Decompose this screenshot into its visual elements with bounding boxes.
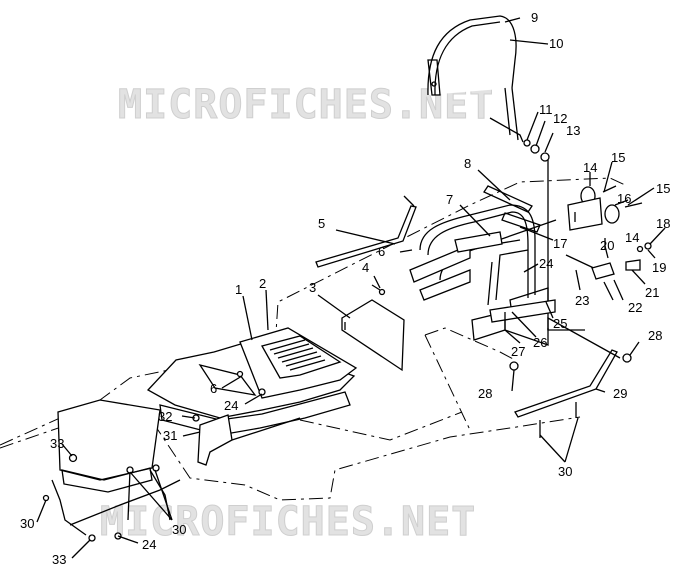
grab-bar — [409, 204, 556, 346]
hinge-hardware — [469, 185, 652, 280]
callout-15-b: 15 — [656, 181, 670, 196]
callout-14: 14 — [583, 160, 597, 175]
callout-29: 29 — [613, 386, 627, 401]
callout-9: 9 — [531, 10, 538, 25]
callout-12: 12 — [553, 111, 567, 126]
callout-31: 31 — [163, 428, 177, 443]
callout-10: 10 — [549, 36, 563, 51]
callout-23: 23 — [575, 293, 589, 308]
callout-1: 1 — [235, 282, 242, 297]
cross-bar — [315, 195, 417, 268]
callout-8: 8 — [464, 156, 471, 171]
callout-24-c: 24 — [142, 537, 156, 552]
callout-6-b: 6 — [210, 381, 217, 396]
callout-5: 5 — [318, 216, 325, 231]
callout-19: 19 — [652, 260, 666, 275]
callout-28-b: 28 — [478, 386, 492, 401]
callout-28: 28 — [648, 328, 662, 343]
callout-25: 25 — [553, 316, 567, 331]
front-section — [42, 399, 181, 542]
callout-26: 26 — [533, 335, 547, 350]
side-plate — [341, 299, 405, 372]
callout-4: 4 — [362, 260, 369, 275]
callout-21: 21 — [645, 285, 659, 300]
backrest — [427, 15, 585, 331]
callout-14-b: 14 — [625, 230, 639, 245]
callout-6: 6 — [378, 244, 385, 259]
callout-11: 11 — [539, 102, 553, 117]
callout-20: 20 — [600, 238, 614, 253]
callout-33-b: 33 — [52, 552, 66, 567]
callout-16: 16 — [617, 191, 631, 206]
callouts: 9 10 11 12 13 8 14 15 16 15 14 18 7 5 6 … — [20, 10, 670, 567]
callout-13: 13 — [566, 123, 580, 138]
bolt — [371, 284, 386, 296]
callout-17: 17 — [553, 236, 567, 251]
callout-32: 32 — [158, 409, 172, 424]
leader-lines — [36, 17, 666, 559]
callout-30-c: 30 — [172, 522, 186, 537]
callout-24: 24 — [539, 256, 553, 271]
callout-33: 33 — [50, 436, 64, 451]
callout-15: 15 — [611, 150, 625, 165]
callout-30-b: 30 — [20, 516, 34, 531]
callout-24-b: 24 — [224, 398, 238, 413]
front-bracket — [192, 414, 301, 466]
callout-18: 18 — [656, 216, 670, 231]
callout-7: 7 — [446, 192, 453, 207]
watermark-bottom: MICROFICHES.NET — [100, 499, 476, 545]
callout-30: 30 — [558, 464, 572, 479]
callout-22: 22 — [628, 300, 642, 315]
callout-3: 3 — [309, 280, 316, 295]
callout-2: 2 — [259, 276, 266, 291]
callout-27: 27 — [511, 344, 525, 359]
seat-base — [146, 327, 358, 436]
